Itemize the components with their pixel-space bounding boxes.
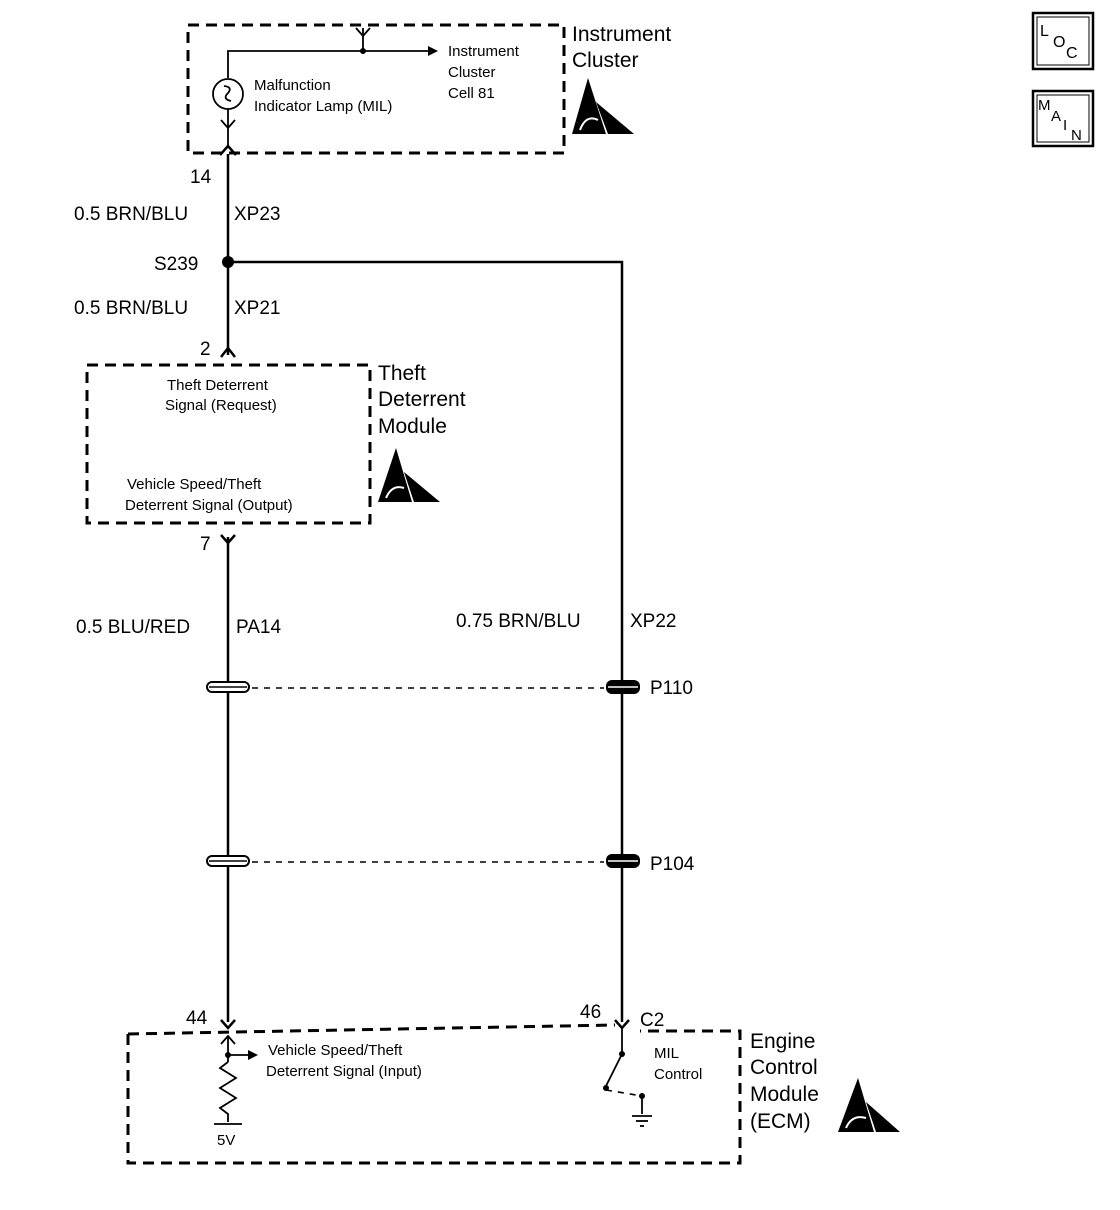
connector-p110 (206, 680, 640, 694)
ecm-5v-label: 5V (217, 1132, 235, 1149)
loc-letter-2: O (1053, 34, 1065, 51)
theft-pin-2: 2 (200, 339, 211, 360)
loc-letter-1: L (1040, 23, 1049, 40)
connector-p110-label: P110 (650, 678, 693, 699)
mil-control-line2: Control (654, 1066, 702, 1083)
wire-xp22-circuit: XP22 (630, 611, 676, 632)
cluster-ref-line2: Cluster (448, 64, 496, 81)
theft-module-title-line1: Theft (378, 362, 426, 385)
mil-label-line2: Indicator Lamp (MIL) (254, 98, 392, 115)
loc-button[interactable]: L O C (1031, 11, 1095, 71)
wire-pa14-circuit: PA14 (236, 617, 282, 638)
mil-control-line1: MIL (654, 1045, 679, 1062)
arrow-icon (248, 1050, 258, 1060)
theft-module-title-line2: Deterrent (378, 388, 466, 411)
main-letter-4: N (1071, 127, 1082, 144)
ecm-title-line2: Control (750, 1056, 818, 1079)
theft-output-line2: Deterrent Signal (Output) (125, 497, 293, 514)
connector-p104 (206, 854, 640, 868)
wire-xp21-circuit: XP21 (234, 298, 280, 319)
switch-icon (605, 1053, 623, 1087)
arrow-icon (428, 46, 438, 56)
theft-request-line1: Theft Deterrent (167, 377, 269, 394)
instrument-cluster-title-line2: Cluster (572, 49, 639, 72)
ground-icon (632, 1115, 652, 1127)
ecm-title-line1: Engine (750, 1030, 815, 1053)
loc-letter-3: C (1066, 45, 1078, 62)
main-letter-3: I (1063, 117, 1067, 134)
connector-p104-label: P104 (650, 854, 695, 875)
ecm-pin-46: 46 (580, 1002, 601, 1023)
esd-warning-icon (838, 1078, 900, 1132)
wire-pa14-color: 0.5 BLU/RED (76, 617, 190, 638)
esd-warning-icon (378, 448, 440, 502)
ecm-title-line4: (ECM) (750, 1110, 811, 1133)
ecm-pin-44: 44 (186, 1008, 208, 1029)
ecm-box (126, 1029, 742, 1165)
theft-output-line1: Vehicle Speed/Theft (127, 476, 262, 493)
wire-xp21-color: 0.5 BRN/BLU (74, 298, 188, 319)
main-letter-2: A (1051, 108, 1061, 125)
main-letter-1: M (1038, 97, 1051, 114)
splice-label: S239 (154, 254, 198, 275)
instrument-cluster-title-line1: Instrument (572, 23, 671, 46)
ecm-input-line2: Deterrent Signal (Input) (266, 1063, 422, 1080)
wire-xp22-color: 0.75 BRN/BLU (456, 611, 581, 632)
mil-label-line1: Malfunction (254, 77, 331, 94)
theft-pin-7: 7 (200, 534, 211, 555)
esd-warning-icon (572, 78, 634, 134)
ecm-connector-c2: C2 (640, 1010, 664, 1031)
theft-module-title-line3: Module (378, 415, 447, 438)
theft-deterrent-module-box (85, 363, 372, 525)
theft-request-line2: Signal (Request) (165, 397, 277, 414)
main-button[interactable]: M A I N (1031, 89, 1095, 148)
lamp-icon (212, 78, 244, 110)
instrument-cluster-box (186, 23, 566, 155)
ecm-title-line3: Module (750, 1083, 819, 1106)
ecm-input-line1: Vehicle Speed/Theft (268, 1042, 403, 1059)
wire-xp23-circuit: XP23 (234, 204, 280, 225)
wire-xp23-color: 0.5 BRN/BLU (74, 204, 188, 225)
resistor-icon (218, 1061, 238, 1122)
cluster-ref-line1: Instrument (448, 43, 520, 60)
cluster-ref-line3: Cell 81 (448, 85, 495, 102)
cluster-pin-14: 14 (190, 167, 212, 188)
